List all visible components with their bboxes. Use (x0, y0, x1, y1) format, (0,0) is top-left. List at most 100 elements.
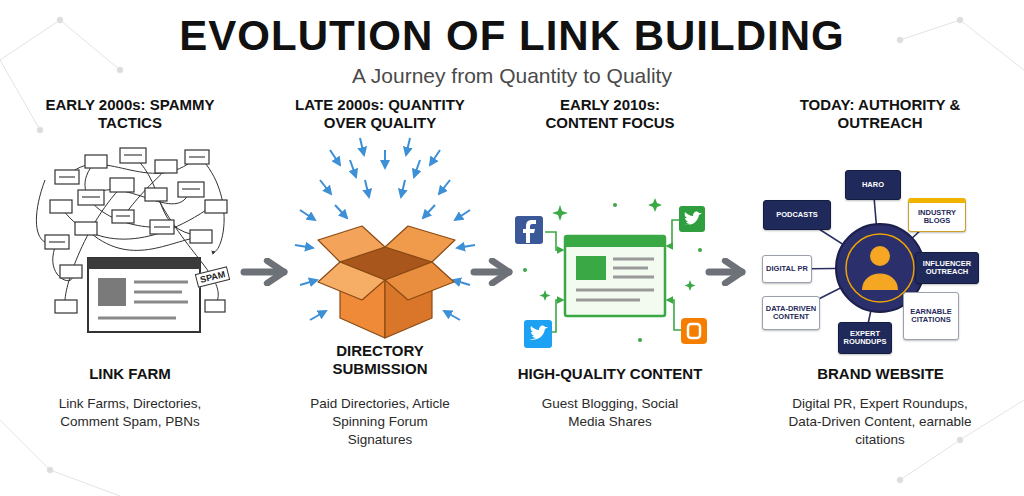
background-network (60, 20, 120, 70)
browser-window (98, 278, 126, 306)
background-network (0, 420, 50, 470)
facebook-icon (515, 216, 543, 244)
cardboard-box (318, 226, 385, 262)
incoming-arrows (310, 311, 326, 320)
incoming-arrows (453, 280, 470, 285)
incoming-arrows (384, 150, 386, 168)
stage-heading: EARLY 2010s: CONTENT FOCUS (525, 96, 695, 132)
stage-description: Digital PR, Expert Roundups, Data-Driven… (785, 395, 975, 450)
browser-window (98, 317, 176, 320)
incoming-arrows (414, 160, 420, 177)
sparkles (648, 198, 662, 212)
tactic-box: DATA-DRIVEN CONTENT (762, 296, 820, 330)
incoming-arrows (360, 138, 364, 155)
browser-window (134, 281, 188, 284)
linked-pages (45, 235, 69, 249)
content-window (613, 276, 654, 279)
share-lines (552, 300, 563, 332)
share-lines (545, 220, 681, 332)
stage-heading: LATE 2000s: QUANTITY OVER QUALITY (280, 96, 480, 132)
background-network (900, 440, 960, 480)
background-network (50, 470, 120, 496)
sparkles (613, 203, 617, 207)
stage-column: EARLY 2010s: CONTENT FOCUSHIGH-QUALITY C… (515, 92, 705, 452)
background-network (0, 60, 40, 130)
stage-column: LATE 2000s: QUANTITY OVER QUALITYDIRECTO… (290, 92, 470, 452)
content-window (565, 236, 665, 316)
browser-window (98, 282, 188, 318)
linked-pages (55, 300, 77, 313)
stage-heading: EARLY 2000s: SPAMMY TACTICS (45, 96, 215, 132)
stage-name: DIRECTORY SUBMISSION (315, 342, 445, 378)
twitter-icon-blue (524, 320, 552, 348)
background-network (0, 20, 60, 60)
blogger-icon (681, 318, 707, 344)
background-network (957, 437, 963, 443)
page-lines (116, 215, 130, 217)
blogger-icon (681, 318, 707, 344)
browser-window (88, 258, 200, 269)
sparkles (698, 248, 702, 252)
stage-arrow (709, 269, 742, 276)
share-lines (545, 232, 563, 250)
tactic-label: INDUSTRY BLOGS (909, 208, 965, 227)
page-lines (59, 176, 75, 178)
linked-pages (150, 220, 174, 234)
twitter-icon-green (684, 212, 702, 225)
tactic-box: EXPERT ROUNDUPS (838, 322, 892, 354)
twitter-icon-green (679, 206, 705, 232)
stage-arrow (244, 269, 284, 276)
page-lines (49, 241, 65, 243)
cardboard-box (385, 226, 455, 262)
tactic-box: INFLUENCER OUTREACH (915, 252, 979, 284)
content-window (576, 289, 654, 292)
tactic-label: DIGITAL PR (764, 264, 810, 274)
stage-arrow (474, 269, 509, 276)
sparkles (685, 280, 696, 291)
link-farm-illustration (36, 148, 227, 332)
sparkles (523, 268, 527, 272)
incoming-arrows (423, 205, 435, 218)
tactic-label: EARNABLE CITATIONS (904, 307, 958, 326)
tactic-label: INFLUENCER OUTREACH (916, 259, 978, 278)
linked-pages (205, 200, 227, 213)
incoming-arrows (335, 205, 347, 218)
background-network (897, 37, 903, 43)
content-window (576, 256, 606, 280)
incoming-arrows (457, 245, 475, 248)
stage-description: Link Farms, Directories, Comment Spam, P… (40, 395, 220, 431)
linked-pages (75, 222, 97, 235)
tangled-links (91, 189, 190, 204)
page-lines (124, 154, 142, 156)
content-window (565, 236, 665, 316)
browser-window (88, 258, 200, 332)
cardboard-box (318, 262, 385, 300)
facebook-icon (515, 216, 543, 244)
content-window (576, 299, 640, 302)
incoming-arrows (406, 138, 410, 155)
incoming-arrows (300, 210, 315, 220)
share-lines (667, 220, 679, 246)
linked-pages (78, 190, 104, 205)
stage-heading: TODAY: AUTHORITY & OUTREACH (790, 96, 970, 132)
tactic-box: PODCASTS (763, 200, 831, 230)
incoming-arrows (295, 245, 313, 248)
linked-pages (178, 182, 204, 197)
directory-box-illustration (295, 138, 475, 338)
linked-pages (120, 148, 146, 163)
stage-name: LINK FARM (20, 365, 240, 383)
incoming-arrows (330, 150, 340, 165)
linked-pages (155, 160, 177, 173)
tactic-label: HARO (860, 180, 886, 190)
page-lines (189, 156, 205, 158)
sparkles (540, 290, 551, 301)
incoming-arrows (444, 311, 460, 320)
cardboard-box (318, 226, 455, 338)
share-lines (667, 300, 681, 330)
subtitle: A Journey from Quantity to Quality (0, 64, 1024, 88)
page-lines (154, 226, 170, 228)
browser-window (134, 301, 188, 304)
page-lines (182, 188, 200, 190)
linked-pages (145, 188, 167, 201)
linked-pages (60, 265, 82, 278)
